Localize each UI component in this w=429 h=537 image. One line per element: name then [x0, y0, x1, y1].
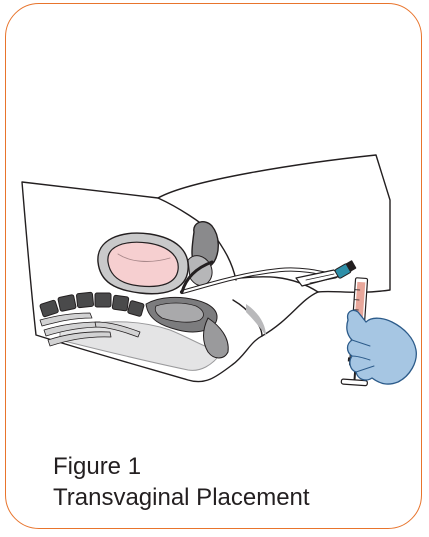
gloved-hand — [347, 310, 417, 384]
figure-label: Figure 1 — [53, 451, 310, 482]
figure-title: Transvaginal Placement — [53, 482, 310, 513]
figure-caption: Figure 1 Transvaginal Placement — [53, 451, 310, 513]
